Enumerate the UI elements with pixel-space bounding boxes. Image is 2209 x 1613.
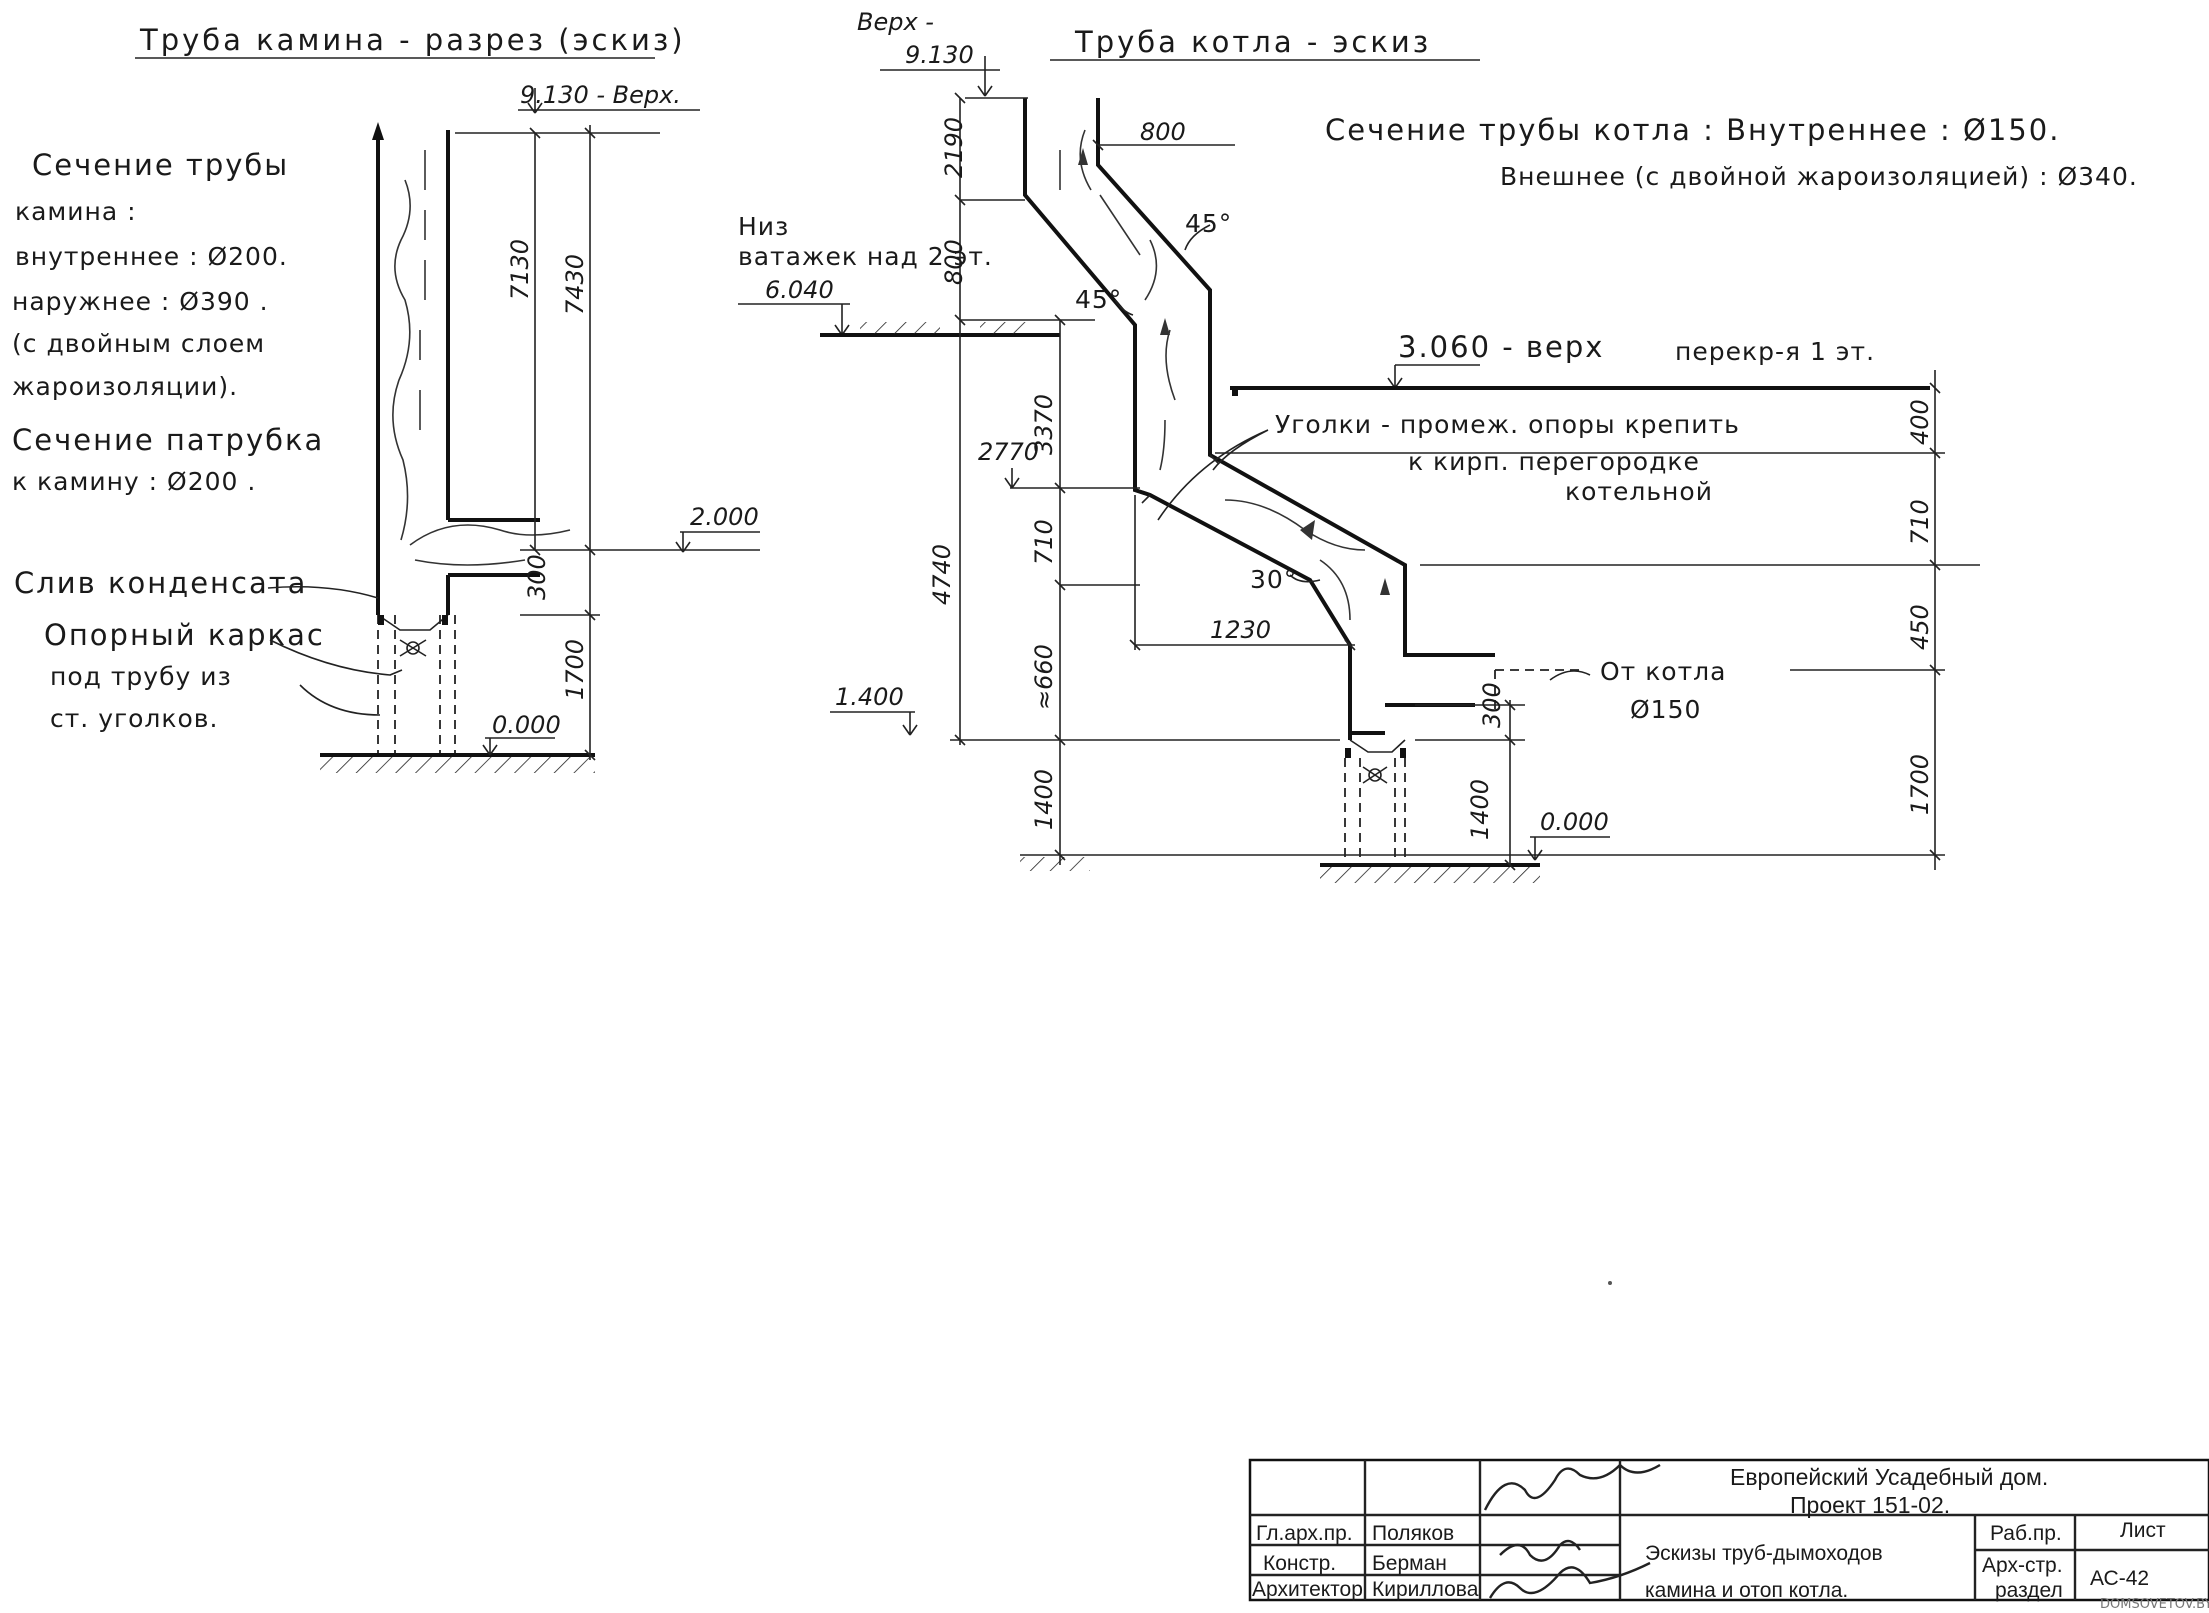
dim-710-right: 710	[1906, 499, 1934, 545]
dim-660: ≈660	[1030, 644, 1058, 710]
dim-300: 300	[523, 554, 551, 600]
svg-text:наружнее : Ø390 .: наружнее : Ø390 .	[12, 287, 269, 316]
level-2770-label: 2770	[978, 438, 1039, 466]
stamp-role-1: Гл.арх.пр.	[1256, 1522, 1353, 1545]
from-boiler-note: От котла Ø150	[1494, 657, 1945, 724]
level-0000-boiler-label: 0.000	[1540, 808, 1609, 836]
svg-text:Сечение трубы котла : Внутренн: Сечение трубы котла : Внутреннее : Ø150.	[1325, 113, 2060, 147]
svg-text:Опорный каркас: Опорный каркас	[44, 618, 325, 652]
svg-text:ст. уголков.: ст. уголков.	[50, 704, 218, 733]
ceiling-slab-mark	[820, 322, 1060, 337]
floor-level-mark: 3.060 - верх перекр-я 1 эт.	[1215, 330, 1945, 454]
angle-45-top: 45°	[1185, 209, 1232, 238]
fireplace-pipe-sketch: Труба камина - разрез (эскиз) Сечение тр…	[12, 23, 760, 773]
dim-450: 450	[1906, 604, 1934, 650]
boiler-chimney	[1023, 98, 1495, 865]
dim-2190: 2190	[940, 117, 968, 178]
fireplace-ground	[320, 753, 595, 773]
boiler-pipe-sketch: Труба котла - эскиз Верх - 9.130 Сечение…	[738, 8, 2138, 883]
fireplace-dimensions: 9.130 - Верх. 7130 7430 300 1700 2.000 0…	[455, 81, 760, 761]
level-top-label: 9.130 - Верх.	[520, 81, 681, 109]
svg-text:внутреннее : Ø200.: внутреннее : Ø200.	[15, 242, 288, 271]
stamp-name-1: Поляков	[1372, 1522, 1454, 1545]
floor-note-label: перекр-я 1 эт.	[1675, 337, 1875, 366]
boiler-sketch-title: Труба котла - эскиз	[1074, 25, 1431, 59]
dim-4740: 4740	[928, 544, 956, 605]
title-block: Европейский Усадебный дом. Проект 151-02…	[1248, 1458, 2209, 1602]
stamp-name-2: Берман	[1372, 1552, 1447, 1575]
svg-text:к кирп. перегородке: к кирп. перегородке	[1408, 447, 1700, 476]
svg-text:Уголки - промеж. опоры крепить: Уголки - промеж. опоры крепить	[1275, 410, 1740, 439]
fireplace-section-note: Сечение трубы камина : внутреннее : Ø200…	[12, 148, 324, 496]
condensate-drain-label: Слив конденсата	[14, 566, 307, 600]
dim-800-vertical: 800	[940, 239, 968, 285]
svg-text:Низ: Низ	[738, 212, 789, 241]
svg-text:Внешнее (с двойной жароизоляци: Внешнее (с двойной жароизоляцией) : Ø340…	[1500, 162, 2138, 191]
dim-7430: 7430	[561, 254, 589, 315]
angle-45-left: 45°	[1075, 285, 1122, 314]
dim-1400-right: 1400	[1466, 779, 1494, 840]
boiler-dimensions-horizontal: 800 1230 300 1400 0.000	[1092, 118, 1610, 871]
sheet-label: Лист	[2120, 1519, 2166, 1542]
svg-text:жароизоляции).: жароизоляции).	[12, 372, 238, 401]
stamp-name-3: Кириллова	[1372, 1578, 1479, 1601]
dim-300-boiler: 300	[1478, 682, 1506, 728]
dim-3370: 3370	[1030, 394, 1058, 455]
svg-text:От котла: От котла	[1600, 657, 1726, 686]
sheet-title-line-2: камина и отоп котла.	[1645, 1579, 1848, 1602]
level-2000-label: 2.000	[690, 503, 759, 531]
sheet-title-line-1: Эскизы труб-дымоходов	[1645, 1542, 1883, 1565]
stamp-role-2: Констр.	[1263, 1552, 1336, 1575]
watermark: DOMSOVETOV.BY	[2100, 1597, 2209, 1612]
dim-800-horizontal: 800	[1140, 118, 1186, 146]
boiler-ground	[1020, 854, 1945, 883]
level-0000-label: 0.000	[492, 711, 561, 739]
angle-marks: 45° 45° 30°	[1075, 209, 1321, 594]
dim-400: 400	[1906, 399, 1934, 445]
level-1400-label: 1.400	[835, 683, 904, 711]
svg-text:под трубу из: под трубу из	[50, 662, 232, 691]
dim-710: 710	[1030, 519, 1058, 565]
top-level-word: Верх -	[857, 8, 934, 36]
fireplace-sketch-title: Труба камина - разрез (эскиз)	[139, 23, 686, 57]
company-name: Европейский Усадебный дом.	[1730, 1464, 2048, 1490]
svg-text:6.040: 6.040	[765, 276, 834, 304]
section-line-1: Арх-стр.	[1982, 1554, 2063, 1577]
svg-text:Ø150: Ø150	[1630, 695, 1701, 724]
stage-label: Раб.пр.	[1990, 1522, 2062, 1545]
floor-level-label: 3.060 - верх	[1398, 330, 1604, 364]
sheet-number: АС-42	[2090, 1567, 2149, 1590]
project-number: Проект 151-02.	[1790, 1492, 1950, 1518]
dim-1400-left: 1400	[1030, 769, 1058, 830]
angle-30: 30°	[1250, 565, 1297, 594]
dim-1700: 1700	[561, 639, 589, 700]
svg-text:Сечение трубы: Сечение трубы	[32, 148, 289, 182]
svg-text:котельной: котельной	[1565, 477, 1713, 506]
fireplace-chimney	[267, 122, 571, 755]
top-level-value: 9.130	[905, 41, 974, 69]
dim-1700-right: 1700	[1906, 754, 1934, 815]
support-note: Уголки - промеж. опоры крепить к кирп. п…	[1157, 410, 1740, 521]
boiler-section-note: Сечение трубы котла : Внутреннее : Ø150.…	[1325, 113, 2138, 191]
dim-7130: 7130	[506, 239, 534, 300]
svg-text:камина :: камина :	[15, 197, 137, 226]
svg-text:Сечение патрубка: Сечение патрубка	[12, 423, 324, 457]
svg-text:к камину : Ø200 .: к камину : Ø200 .	[12, 467, 256, 496]
boiler-dimensions-right: 400 710 450 1700	[1420, 370, 1980, 870]
svg-text:ватажек над 2 эт.: ватажек над 2 эт.	[738, 242, 993, 271]
signatures	[1483, 1463, 1661, 1599]
bottom-mark-note: Низ ватажек над 2 эт. 6.040	[738, 212, 993, 336]
support-frame-note: Опорный каркас под трубу из ст. уголков.	[44, 618, 325, 733]
section-line-2: раздел	[1995, 1579, 2063, 1602]
stamp-role-3: Архитектор	[1252, 1578, 1363, 1601]
dim-1230: 1230	[1210, 616, 1271, 644]
boiler-dimensions-left: 2190 800 3370 4740 710 ≈660 1400 2770 1.…	[830, 92, 1340, 865]
svg-text:(с двойным слоем: (с двойным слоем	[12, 329, 265, 358]
